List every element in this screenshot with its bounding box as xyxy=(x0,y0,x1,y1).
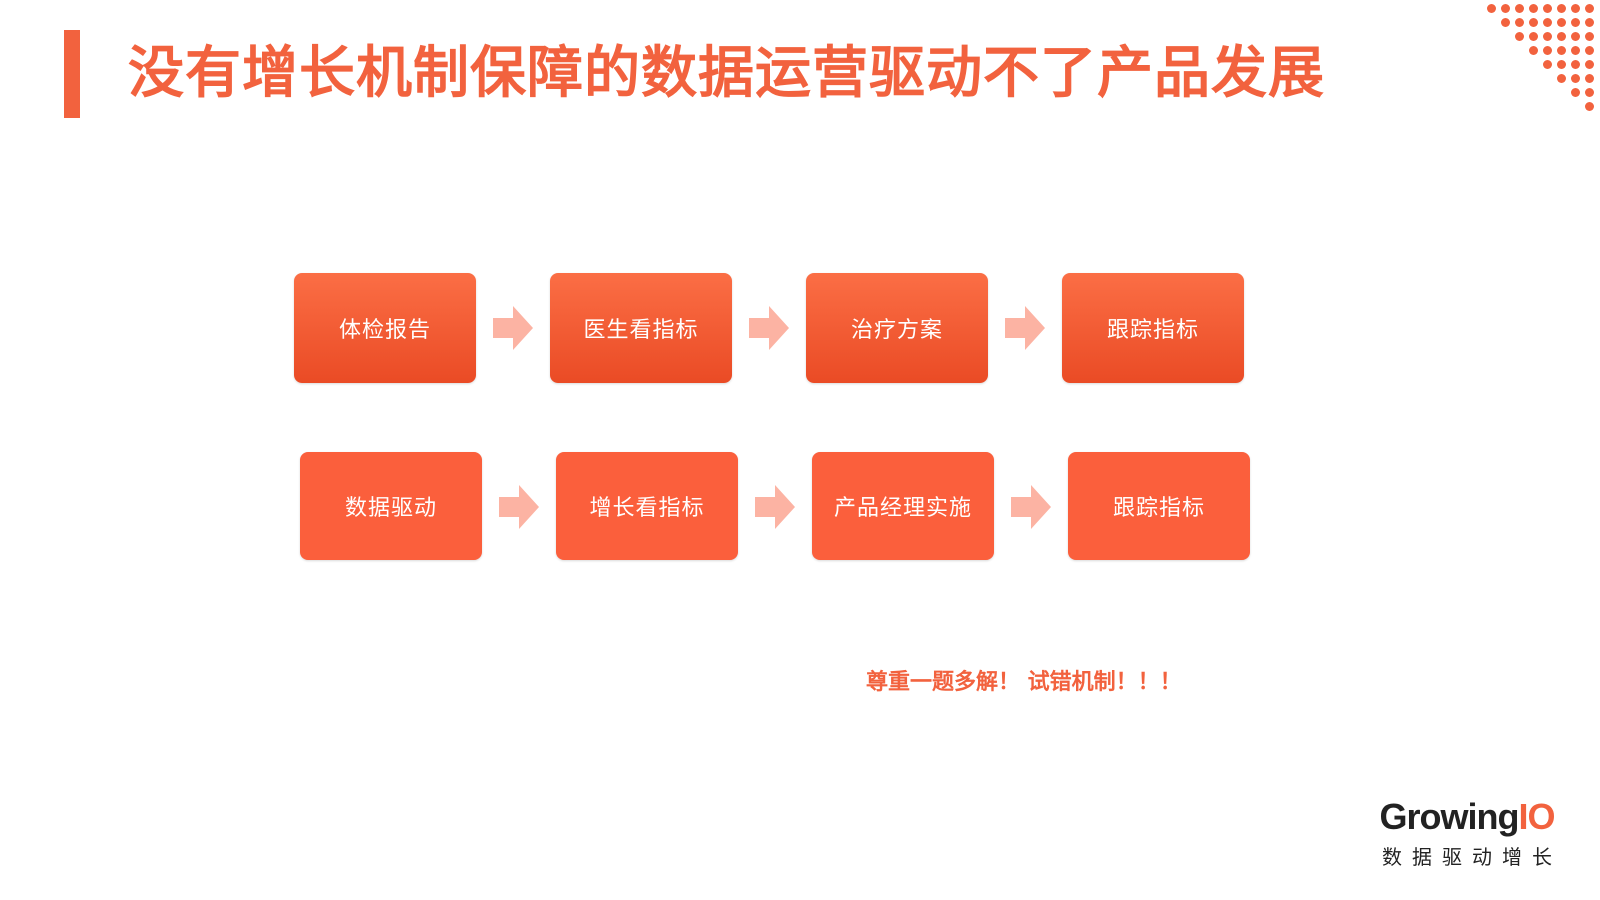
arrow-right-icon xyxy=(755,485,795,529)
flow-step: 医生看指标 xyxy=(550,273,732,383)
decor-dot xyxy=(1557,74,1566,83)
decor-dot xyxy=(1585,46,1594,55)
arrow-right-icon xyxy=(1005,306,1045,350)
flow-step: 治疗方案 xyxy=(806,273,988,383)
decor-dot xyxy=(1571,32,1580,41)
decor-dot xyxy=(1571,60,1580,69)
decor-dot xyxy=(1529,18,1538,27)
note-text: 尊重一题多解！ 试错机制！！！ xyxy=(866,670,1182,695)
decor-dot xyxy=(1585,4,1594,13)
page-title: 没有增长机制保障的数据运营驱动不了产品发展 xyxy=(128,41,1325,106)
flow-step: 数据驱动 xyxy=(300,452,482,560)
decor-dot xyxy=(1585,60,1594,69)
decor-dot xyxy=(1585,102,1594,111)
flow-row-2: 数据驱动 增长看指标 产品经理实施 跟踪指标 xyxy=(300,452,1250,562)
decor-dot xyxy=(1487,4,1496,13)
company-logo: GrowingIO 数据驱动增长 xyxy=(1372,797,1562,870)
decor-dot xyxy=(1557,60,1566,69)
decor-dot xyxy=(1543,18,1552,27)
decor-dot xyxy=(1529,4,1538,13)
decor-dot xyxy=(1501,4,1510,13)
logo-wordmark: GrowingIO xyxy=(1372,797,1562,837)
logo-word-accent: IO xyxy=(1518,796,1555,837)
decor-dot xyxy=(1529,32,1538,41)
flow-step: 增长看指标 xyxy=(556,452,738,560)
logo-tagline: 数据驱动增长 xyxy=(1382,845,1562,869)
decor-dot xyxy=(1543,60,1552,69)
decor-dot xyxy=(1515,32,1524,41)
flow-step: 体检报告 xyxy=(294,273,476,383)
flow-step: 跟踪指标 xyxy=(1068,452,1250,560)
decor-dot xyxy=(1529,46,1538,55)
decor-dot xyxy=(1571,88,1580,97)
decor-dot xyxy=(1557,46,1566,55)
flow-step: 产品经理实施 xyxy=(812,452,994,560)
arrow-right-icon xyxy=(1011,485,1051,529)
decor-dot xyxy=(1557,32,1566,41)
flow-row-1: 体检报告 医生看指标 治疗方案 跟踪指标 xyxy=(294,273,1244,383)
decor-dot xyxy=(1571,46,1580,55)
decor-dot xyxy=(1557,18,1566,27)
decor-dot xyxy=(1571,74,1580,83)
decor-dot xyxy=(1585,18,1594,27)
flow-step: 跟踪指标 xyxy=(1062,273,1244,383)
decor-dot xyxy=(1585,74,1594,83)
decorative-dots xyxy=(1460,0,1600,120)
arrow-right-icon xyxy=(493,306,533,350)
decor-dot xyxy=(1571,4,1580,13)
decor-dot xyxy=(1571,18,1580,27)
decor-dot xyxy=(1543,46,1552,55)
decor-dot xyxy=(1585,88,1594,97)
decor-dot xyxy=(1543,4,1552,13)
decor-dot xyxy=(1557,4,1566,13)
arrow-right-icon xyxy=(499,485,539,529)
decor-dot xyxy=(1515,18,1524,27)
decor-dot xyxy=(1585,32,1594,41)
arrow-right-icon xyxy=(749,306,789,350)
decor-dot xyxy=(1515,4,1524,13)
logo-word-main: Growing xyxy=(1379,796,1519,837)
decor-dot xyxy=(1543,32,1552,41)
title-accent-bar xyxy=(64,30,80,118)
decor-dot xyxy=(1501,18,1510,27)
